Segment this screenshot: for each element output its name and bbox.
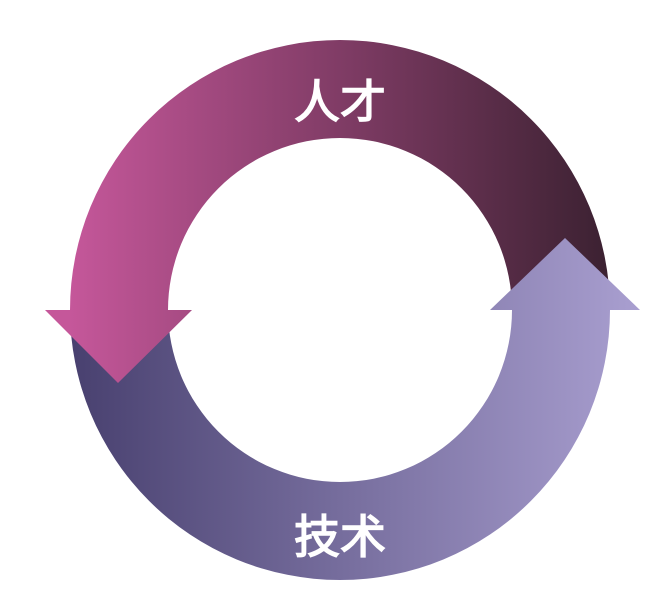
bottom-arc-band	[70, 310, 610, 580]
top-arc-band	[70, 40, 610, 310]
technology-label: 技术	[294, 510, 386, 564]
up-arrow-head	[490, 238, 640, 310]
talent-label: 人才	[294, 75, 386, 129]
down-arrow-head	[45, 310, 192, 383]
